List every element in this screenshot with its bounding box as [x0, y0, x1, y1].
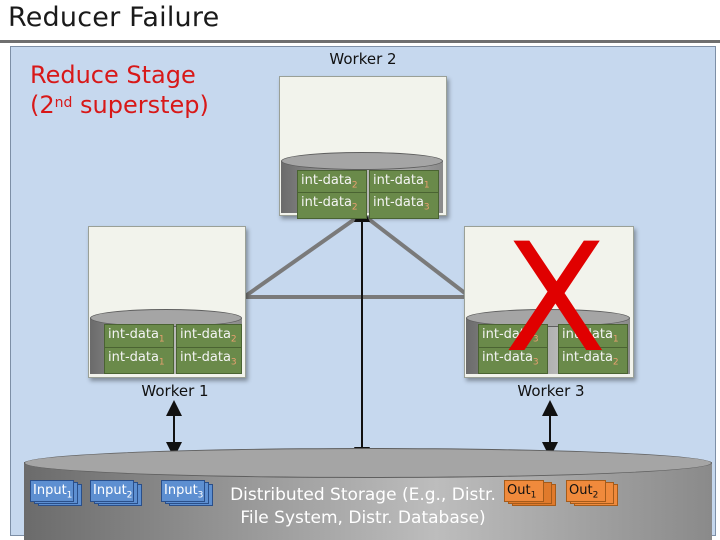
worker3-label: Worker 3 — [517, 382, 585, 400]
storage-label-line1: Distributed Storage (E.g., Distr. — [230, 485, 496, 505]
link-w2-w1 — [242, 212, 364, 299]
worker1-cell: int-data1 — [104, 324, 174, 351]
worker2-cell: int-data3 — [369, 192, 439, 219]
link-w2-w3 — [360, 212, 472, 299]
stage-title-superstep: superstep) — [72, 91, 209, 119]
worker3-failure-mark: X — [504, 212, 607, 386]
input-file-3: Input3 — [161, 480, 215, 506]
title-divider — [0, 40, 720, 43]
worker2-disk-top — [281, 152, 443, 170]
worker3-disk-top — [466, 309, 630, 327]
slide-title: Reducer Failure — [8, 2, 220, 33]
worker3-cell: int-data3 — [478, 347, 548, 374]
storage-label: Distributed Storage (E.g., Distr. File S… — [218, 484, 508, 530]
worker3-cell: int-data1 — [558, 324, 628, 351]
stage-title-line1: Reduce Stage — [30, 61, 196, 89]
output-file-1: Out1 — [504, 480, 558, 506]
worker1-cell: int-data1 — [104, 347, 174, 374]
stage-title-paren: (2 — [30, 91, 55, 119]
stage-title: Reduce Stage (2nd superstep) — [30, 60, 209, 120]
input-file-1: Input1 — [30, 480, 84, 506]
output-file-2: Out2 — [566, 480, 620, 506]
worker2-cell: int-data2 — [297, 192, 367, 219]
input-file-2: Input2 — [90, 480, 144, 506]
storage-label-line2: File System, Distr. Database) — [240, 508, 486, 528]
stage-title-sup: nd — [54, 95, 73, 111]
worker3-cell: int-data3 — [478, 324, 548, 351]
worker2-label: Worker 2 — [329, 50, 397, 68]
worker1-cell: int-data3 — [176, 347, 242, 374]
storage-cylinder-top — [24, 448, 712, 478]
stage-title-line2: (2nd superstep) — [30, 90, 209, 120]
worker3-cell: int-data2 — [558, 347, 628, 374]
worker1-label: Worker 1 — [141, 382, 209, 400]
